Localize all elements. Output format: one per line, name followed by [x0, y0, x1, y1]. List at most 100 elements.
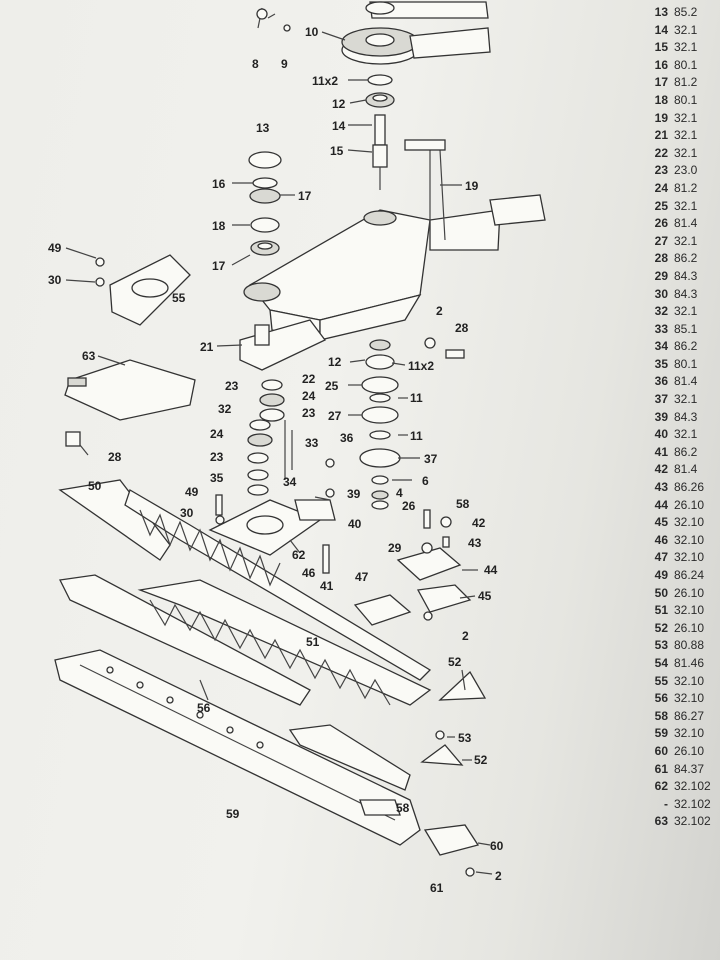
part-number: 62: [654, 779, 668, 794]
part-code: 86.26: [674, 480, 705, 495]
right-small-parts: [353, 509, 472, 626]
callout-17: 17: [298, 189, 312, 203]
callout-41: 41: [320, 579, 334, 593]
part-number: 49: [654, 568, 668, 582]
part-number: 45: [654, 515, 668, 530]
cutter-bar: [58, 479, 432, 706]
part-code: 80.1: [674, 356, 698, 371]
callout-8: 8: [252, 57, 259, 71]
part-code: 26.10: [674, 497, 705, 512]
part-number: 29: [654, 268, 668, 283]
part-number: 41: [654, 444, 668, 459]
part-code: 32.1: [674, 22, 698, 37]
knife-head-plate: [208, 494, 336, 574]
part-code: 81.4: [674, 216, 698, 231]
part-code: 85.1: [674, 321, 698, 336]
part-number: 22: [654, 145, 668, 160]
part-code: 32.1: [674, 40, 698, 55]
part-code: 32.1: [674, 427, 698, 442]
callout-30b: 30: [180, 506, 194, 520]
callout-24b: 24: [210, 427, 224, 441]
part-code: 81.4: [674, 462, 698, 477]
callout-53: 53: [458, 731, 472, 745]
callout-36: 36: [340, 431, 354, 445]
callout-22: 22: [302, 372, 316, 386]
part-number: 15: [654, 40, 668, 55]
callout-2b: 2: [462, 629, 469, 643]
callout-23c: 23: [210, 450, 224, 464]
part-code: 32.1: [674, 198, 698, 213]
part-number: 35: [654, 356, 668, 371]
part-code: 32.102: [674, 796, 711, 811]
pulley-assembly: [256, 1, 491, 65]
gearbox-housing: [243, 139, 546, 341]
part-number: 32: [654, 304, 668, 319]
callout-10: 10: [305, 25, 319, 39]
part-code: 80.1: [674, 57, 698, 72]
callout-44: 44: [484, 563, 498, 577]
callout-47: 47: [355, 570, 369, 584]
callout-37: 37: [424, 452, 438, 466]
callout-52b: 52: [474, 753, 488, 767]
part-number: 25: [654, 198, 668, 213]
part-number: 60: [654, 743, 668, 758]
part-number: 27: [654, 233, 668, 248]
part-number: 46: [654, 532, 668, 547]
part-code: 32.1: [674, 145, 698, 160]
part-code: 84.3: [674, 409, 698, 424]
part-code: 32.1: [674, 392, 698, 407]
callout-49b: 49: [185, 485, 199, 499]
callout-17b: 17: [212, 259, 226, 273]
callout-40: 40: [348, 517, 362, 531]
leader-lines: [65, 31, 493, 875]
part-code: 81.4: [674, 374, 698, 389]
callout-4: 4: [396, 486, 403, 500]
callout-14: 14: [332, 119, 346, 133]
callout-21: 21: [200, 340, 214, 354]
callout-45: 45: [478, 589, 492, 603]
callout-59: 59: [226, 807, 240, 821]
callout-33: 33: [305, 436, 319, 450]
part-number: 42: [654, 462, 668, 477]
part-code: 32.1: [674, 304, 698, 319]
callout-62: 62: [292, 548, 306, 562]
callout-19: 19: [465, 179, 479, 193]
callout-11: 11: [410, 391, 423, 405]
part-code: 84.37: [674, 761, 705, 776]
callout-11b: 11: [410, 429, 423, 443]
part-code: 86.24: [674, 568, 705, 582]
callout-46: 46: [302, 566, 316, 580]
part-number: 13: [654, 5, 668, 19]
part-number: 37: [654, 392, 668, 407]
callout-35: 35: [210, 471, 224, 485]
part-code: 80.88: [674, 638, 705, 653]
callout-18: 18: [212, 219, 226, 233]
callout-6: 6: [422, 474, 429, 488]
part-number: 30: [654, 286, 668, 301]
callout-28b: 28: [108, 450, 122, 464]
part-code: 32.10: [674, 726, 705, 741]
parts-row: -32.102: [640, 796, 720, 814]
part-number: 54: [654, 655, 668, 670]
part-code: 81.2: [674, 180, 698, 195]
upper-shaft-stack: [365, 74, 395, 190]
